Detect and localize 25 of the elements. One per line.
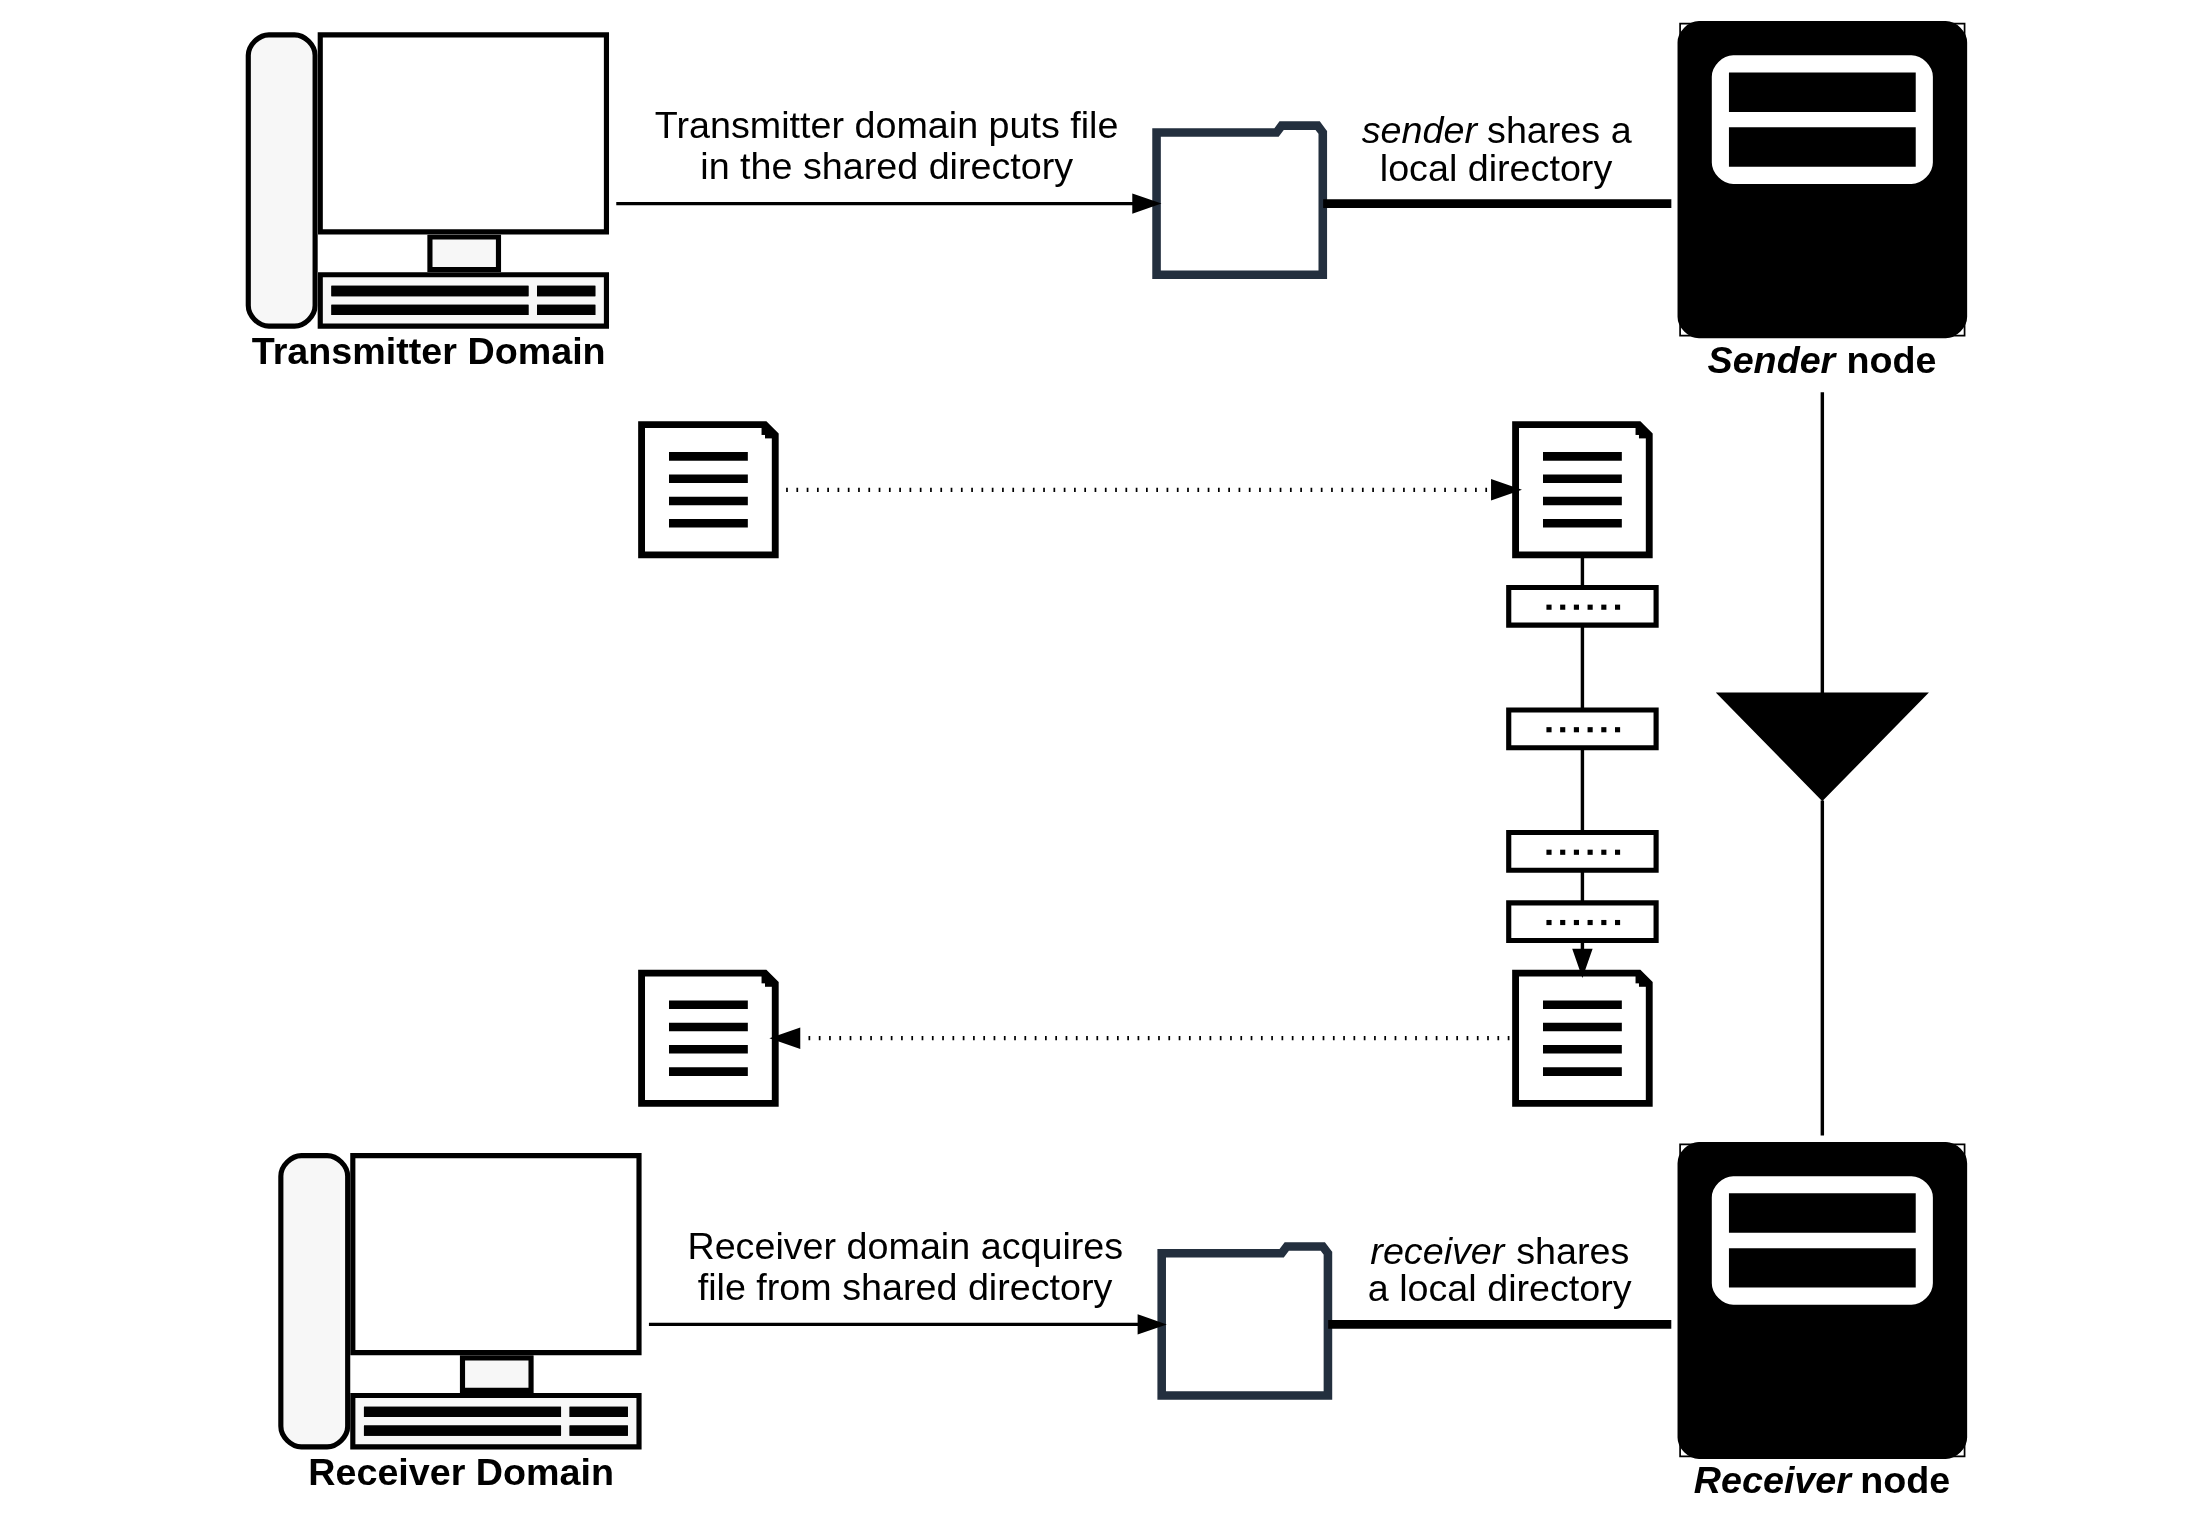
connector: [1580, 748, 1585, 833]
node-folder: [1157, 1242, 1333, 1400]
connector: [1580, 625, 1585, 710]
edge-label: receiver shares a local directory: [1367, 1229, 1632, 1310]
node-box: [1506, 829, 1659, 873]
connector: [1580, 555, 1585, 588]
node-label: Sender node: [1707, 338, 1937, 381]
node-box: [1506, 900, 1659, 944]
node-folder: [1152, 121, 1328, 279]
node-label: Transmitter Domain: [251, 330, 606, 373]
connector: [1328, 1320, 1672, 1329]
edge-label: Receiver domain acquires file from shared directory: [687, 1224, 1124, 1308]
connector: [1820, 392, 1825, 694]
arrow: [616, 193, 1162, 214]
connector: [1820, 800, 1825, 1136]
node-box: [1506, 707, 1659, 751]
edge-label: Transmitter domain puts file in the shared directory: [654, 103, 1119, 187]
node-label: Receiver node: [1693, 1459, 1951, 1502]
arrow: [648, 1314, 1167, 1335]
connector: [1323, 199, 1672, 208]
node-box: [1506, 584, 1659, 628]
edge-label: sender shares a local directory: [1361, 108, 1632, 189]
node-label: Receiver Domain: [308, 1450, 615, 1493]
connector: [1580, 870, 1585, 903]
node-diode: [1715, 692, 1929, 802]
